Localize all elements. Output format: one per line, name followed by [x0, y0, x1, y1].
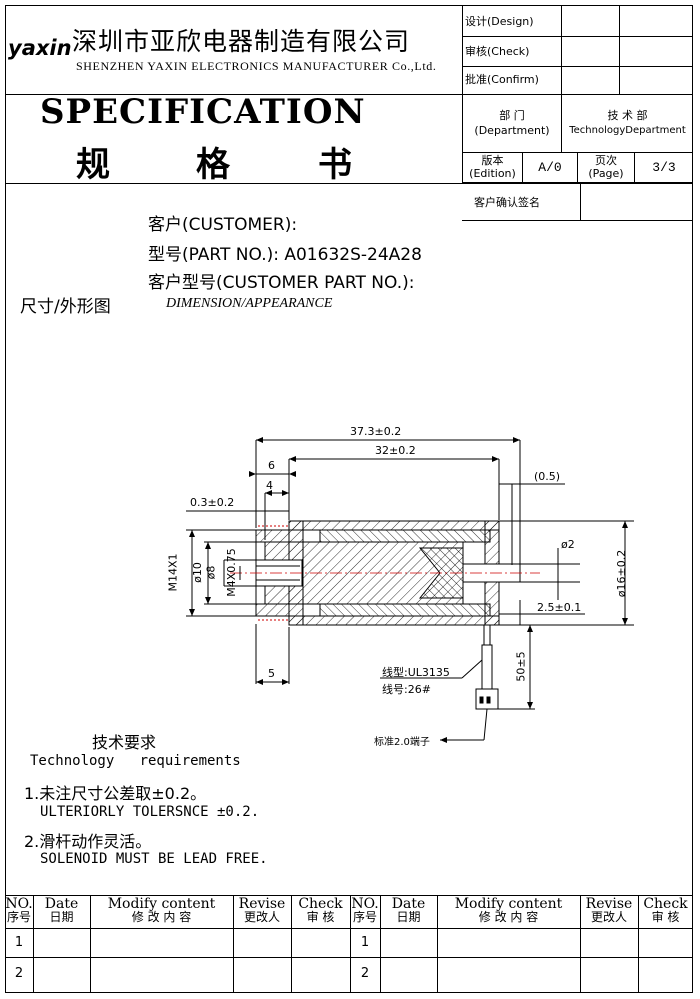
edition-value: A/0 [538, 160, 562, 175]
sign-row-line [462, 220, 693, 221]
rev-header-no: NO.序号 [5, 896, 33, 924]
dimension-label-en: DIMENSION/APPEARANCE [166, 296, 333, 311]
dim-6: 6 [268, 459, 275, 472]
page-label-en: (Page) [588, 167, 624, 180]
dim-0-3: 0.3±0.2 [190, 496, 235, 509]
page-label-cn: 页次 [595, 154, 617, 167]
dim-phi-8: ø8 [204, 565, 218, 580]
company-logo: yaxin [8, 36, 72, 60]
requirement-2-en: SOLENOID MUST BE LEAD FREE. [40, 851, 268, 867]
header-divider [5, 94, 462, 95]
rev-col-7 [437, 895, 438, 993]
design-label: 设计(Design) [465, 15, 534, 28]
dim-50: 50±5 [514, 651, 528, 682]
rev-col-4 [291, 895, 292, 993]
dim-5: 5 [268, 667, 275, 680]
dim-2-5: 2.5±0.1 [537, 601, 582, 614]
requirement-1-en: ULTERIORLY TOLERSNCE ±0.2. [40, 804, 260, 820]
rev-row-2-no-2: 2 [360, 966, 370, 981]
rev-col-2 [90, 895, 91, 993]
rev-header-no-2: NO.序号 [351, 896, 379, 924]
rev-col-9 [638, 895, 639, 993]
approval-col-line-1 [561, 5, 562, 94]
page-frame [5, 5, 693, 993]
spec-title-cn-3: 书 [318, 145, 352, 185]
part-no-field: 型号(PART NO.): A01632S-24A28 [148, 245, 422, 265]
spec-title-cn-1: 规 [76, 145, 110, 185]
confirm-label: 批准(Confirm) [465, 73, 539, 86]
dim-phi-2: ø2 [561, 538, 575, 551]
dim-m14: M14X1 [166, 553, 180, 592]
edition-row-line [462, 182, 693, 183]
requirements-title-en: Technology requirements [30, 753, 241, 769]
rev-col-8 [580, 895, 581, 993]
header-bottom-line [5, 183, 693, 184]
customer-field: 客户(CUSTOMER): [148, 215, 298, 235]
rev-col-3 [233, 895, 234, 993]
edition-col-2 [577, 152, 578, 182]
revision-header-line [5, 928, 693, 929]
rev-col-5 [350, 895, 351, 993]
approval-row-line-1 [462, 36, 693, 37]
approval-row-line-3 [462, 94, 693, 95]
dimension-label-cn: 尺寸/外形图 [20, 297, 111, 317]
terminal-label: 标准2.0端子 [374, 737, 430, 748]
department-value-cn: 技 术 部 [607, 109, 648, 122]
edition-col-1 [522, 152, 523, 182]
rev-col-1 [33, 895, 34, 993]
spec-title-cn-2: 格 [196, 145, 230, 185]
edition-label-en: (Edition) [469, 167, 516, 180]
edition-label-cn: 版本 [481, 154, 504, 167]
dim-body-length: 32±0.2 [375, 444, 416, 457]
dim-4: 4 [266, 479, 273, 492]
rev-row-1-no-2: 1 [360, 935, 370, 950]
dim-0-5: (0.5) [534, 470, 561, 483]
check-label: 审核(Check) [465, 45, 530, 58]
department-label-en: (Department) [474, 124, 550, 137]
requirements-title-cn: 技术要求 [92, 733, 157, 752]
sign-col-line [580, 183, 581, 220]
dim-phi-16: ø16±0.2 [615, 549, 629, 598]
customer-sign-label: 客户确认签名 [474, 196, 540, 209]
company-name-en: SHENZHEN YAXIN ELECTRONICS MANUFACTURER … [76, 59, 437, 73]
dim-overall-length: 37.3±0.2 [350, 425, 402, 438]
dim-m4: M4X0.75 [224, 548, 238, 597]
requirement-2-cn: 2.滑杆动作灵活。 [24, 832, 152, 851]
department-label-cn: 部 门 [499, 109, 525, 122]
approval-row-line-2 [462, 66, 693, 67]
customer-part-no-field: 客户型号(CUSTOMER PART NO.): [148, 273, 415, 293]
wire-gauge-label: 线号:26# [382, 683, 431, 696]
wire-type-label: 线型:UL3135 [382, 666, 450, 679]
rev-row-2-no: 2 [14, 966, 24, 981]
revision-row-line [5, 957, 693, 958]
department-value-en: TechnologyDepartment [569, 125, 686, 136]
dept-col-line [561, 94, 562, 152]
spec-title-en: SPECIFICATION [40, 92, 366, 132]
company-name-cn: 深圳市亚欣电器制造有限公司 [72, 27, 411, 56]
rev-row-1-no: 1 [14, 935, 24, 950]
dim-phi-10: ø10 [190, 562, 204, 583]
approval-col-line-2 [619, 5, 620, 94]
page-value: 3/3 [652, 160, 676, 175]
revision-table-top [5, 895, 693, 896]
requirement-1-cn: 1.未注尺寸公差取±0.2。 [24, 784, 207, 803]
rev-col-6 [380, 895, 381, 993]
edition-col-3 [634, 152, 635, 182]
